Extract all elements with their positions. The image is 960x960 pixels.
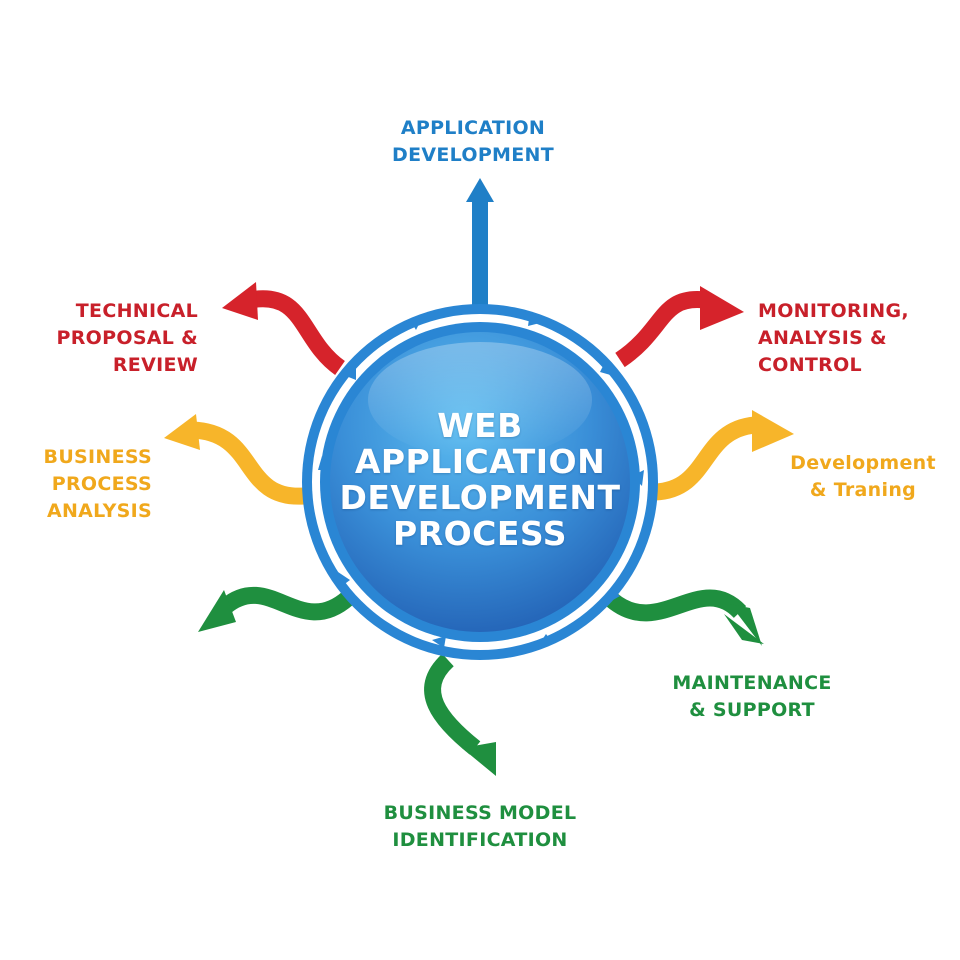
center-title-line: WEB	[437, 406, 523, 445]
stage-label-line: Development	[790, 452, 936, 474]
center-title: WEB APPLICATION DEVELOPMENT PROCESS	[339, 408, 620, 552]
center-title-line: APPLICATION	[354, 442, 606, 481]
arrow-development-training	[654, 410, 794, 501]
arrow-business-model-identification	[424, 653, 496, 776]
stage-label-business-process-analysis: BUSINESS PROCESS ANALYSIS	[44, 444, 152, 525]
arrow-application-development	[466, 178, 494, 308]
process-circle	[302, 304, 658, 660]
center-title-line: DEVELOPMENT	[339, 478, 621, 517]
stage-label-line: APPLICATION	[400, 117, 546, 139]
stage-label-line: PROCESS	[51, 473, 152, 495]
arrow-bottom-left-green	[198, 586, 354, 632]
ring-arrowheads	[318, 312, 644, 648]
stage-label-maintenance-support: MAINTENANCE & SUPPORT	[672, 670, 831, 724]
arrow-maintenance-support	[606, 589, 764, 646]
stage-label-line: PROPOSAL &	[56, 327, 198, 349]
center-title-line: PROCESS	[393, 514, 567, 553]
stage-label-line: MAINTENANCE	[672, 672, 832, 694]
stage-label-line: BUSINESS	[43, 446, 152, 468]
stage-label-line: & SUPPORT	[689, 699, 815, 721]
arrow-monitoring-analysis-control	[615, 286, 744, 368]
stage-label-application-development: APPLICATION DEVELOPMENT	[392, 115, 554, 169]
arrow-business-process-analysis	[164, 414, 305, 505]
stage-label-business-model-identification: BUSINESS MODEL IDENTIFICATION	[384, 800, 577, 854]
stage-label-line: MONITORING,	[758, 300, 909, 322]
stage-label-line: & Traning	[809, 479, 917, 501]
stage-label-line: ANALYSIS	[46, 500, 152, 522]
stage-label-line: CONTROL	[758, 354, 862, 376]
stage-label-monitoring-analysis-control: MONITORING, ANALYSIS & CONTROL	[758, 298, 909, 379]
stage-label-line: REVIEW	[112, 354, 198, 376]
stage-label-line: TECHNICAL	[75, 300, 198, 322]
arrow-technical-proposal-review	[222, 282, 346, 375]
stage-label-line: DEVELOPMENT	[392, 144, 554, 166]
stage-label-line: BUSINESS MODEL	[383, 802, 577, 824]
stage-label-line: IDENTIFICATION	[392, 829, 568, 851]
stage-label-development-training: Development & Traning	[790, 450, 936, 504]
stage-label-technical-proposal-review: TECHNICAL PROPOSAL & REVIEW	[57, 298, 198, 379]
stage-label-line: ANALYSIS &	[758, 327, 887, 349]
